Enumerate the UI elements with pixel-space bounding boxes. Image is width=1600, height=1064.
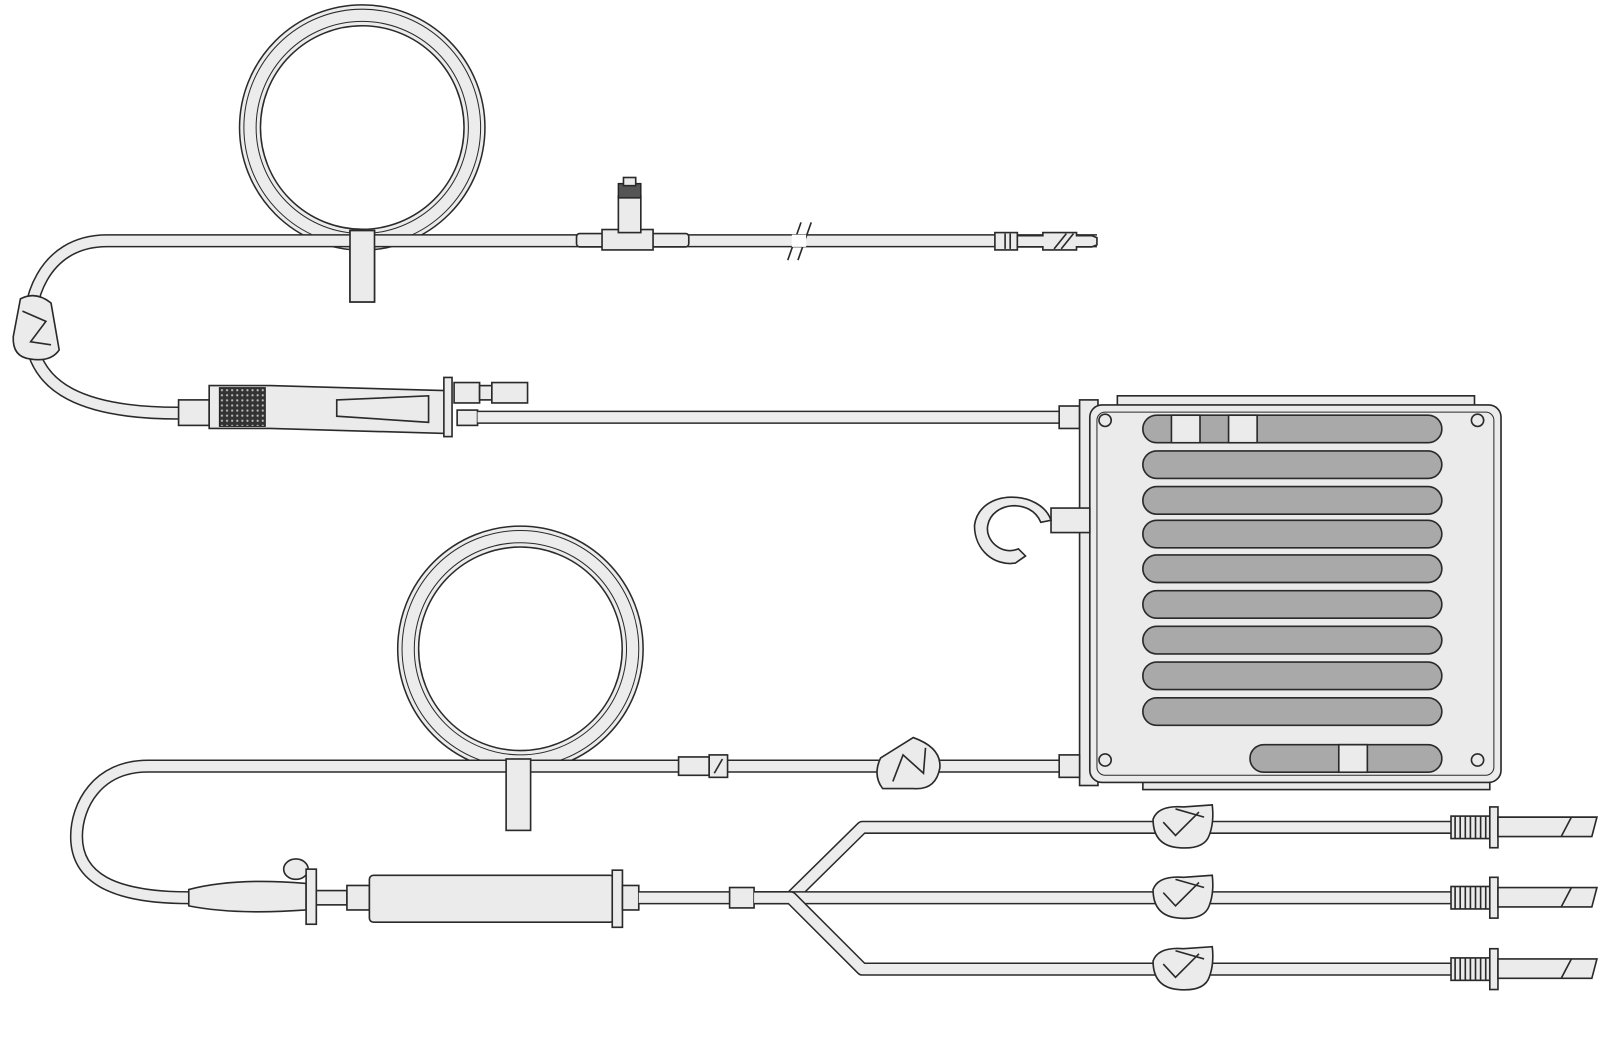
hanger-hook	[973, 496, 1091, 565]
warmer-channel	[1142, 589, 1443, 620]
warmer-channel	[1142, 554, 1443, 584]
roller-clamp	[1152, 945, 1214, 991]
outlet-branch	[754, 874, 1598, 920]
luer-connector-top	[994, 231, 1098, 251]
luer-connector-lower	[677, 754, 729, 779]
roller-clamp	[1152, 874, 1214, 920]
warmer-channel	[1142, 414, 1443, 444]
lower-tube	[69, 754, 1081, 905]
warmer-channel	[1142, 661, 1443, 691]
warmer-channel	[1142, 519, 1443, 549]
spike-connector	[1450, 947, 1598, 991]
warmer-channel	[1142, 696, 1443, 727]
filter-mesh	[218, 387, 266, 427]
spike-connector	[1450, 876, 1598, 919]
break-mark	[786, 222, 812, 261]
warmer-channel	[1142, 625, 1443, 655]
warmer-channel	[1142, 485, 1443, 515]
roller-clamp-lower	[876, 736, 941, 790]
spike-connector	[1450, 806, 1598, 849]
y-branch-lines	[754, 804, 1598, 991]
drip-chamber	[187, 858, 755, 929]
t-connector-injection-port	[575, 176, 690, 251]
outlet-branch	[754, 891, 1598, 991]
upper-bag-inlet-tube	[477, 405, 1081, 430]
roller-clamp-upper	[12, 294, 61, 361]
upper-tube	[23, 229, 1097, 420]
roller-clamp	[1152, 804, 1214, 849]
warmer-channel	[1142, 450, 1443, 480]
fluid-warmer-cassette	[1078, 394, 1502, 791]
lower-tubing-coil	[396, 525, 644, 773]
inline-filter	[177, 376, 529, 438]
coil-tag	[505, 758, 532, 832]
